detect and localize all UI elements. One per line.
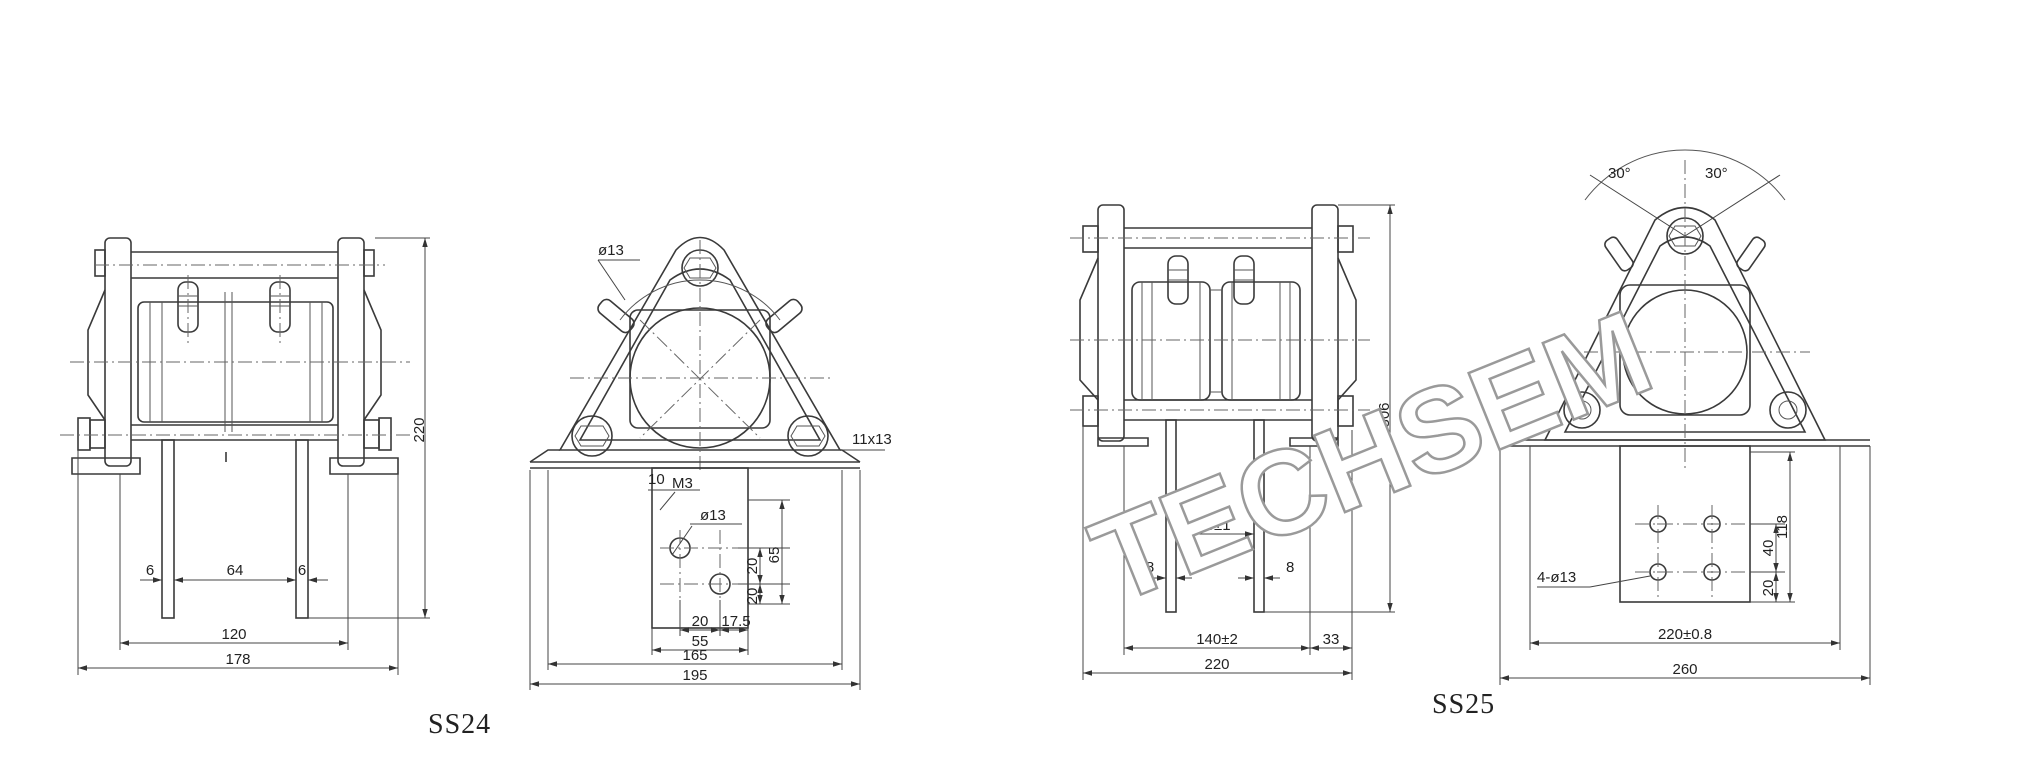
ss24-front-hole-11x13: 11x13	[852, 431, 892, 448]
ss24-side-view: 220 6 64 6 120 178	[60, 237, 430, 675]
ss24-side-dim-64: 64	[227, 562, 244, 579]
ss24-front-w20: 20	[692, 613, 709, 630]
ss24-side-dim-6b: 6	[298, 562, 306, 579]
ss25-front-view: 30° 30° 4-ø13 40 20 118 220±0.8	[1499, 149, 1871, 685]
ss25-left-bolt	[1563, 391, 1601, 429]
ss24-front-m3: M3	[672, 475, 693, 492]
caption-ss25: SS25	[1432, 689, 1495, 720]
ss25-front-h118: 118	[1774, 515, 1791, 539]
ss24-front-d13: ø13	[598, 242, 624, 259]
ss25-side-dim-33: 33	[1323, 631, 1340, 648]
ss25-side-dim-70: 70±1	[1197, 517, 1230, 534]
ss24-right-nut	[378, 417, 392, 451]
ss24-right-bolt	[787, 415, 829, 457]
ss24-triangle-frame	[558, 236, 842, 451]
ss24-front-w10: 10	[648, 471, 665, 488]
ss24-front-h20b: 20	[744, 588, 761, 605]
ss25-side-view: 306 70±1 8 8 140±2 33 220	[1070, 204, 1395, 680]
ss24-side-dim-220: 220	[411, 417, 428, 442]
ss24-side-dim-6a: 6	[146, 562, 154, 579]
ss25-left-clamp-plate	[1097, 204, 1125, 442]
ss25-front-holes: 4-ø13	[1537, 569, 1576, 586]
caption-ss24: SS24	[428, 709, 491, 740]
ss24-right-clamp-plate	[337, 237, 365, 467]
ss25-side-dim-220: 220	[1204, 656, 1229, 673]
ss25-side-dim-306: 306	[1376, 402, 1393, 427]
ss24-front-d13b: ø13	[700, 507, 726, 524]
ss24-front-w55: 55	[692, 633, 709, 650]
ss25-side-dim-8b: 8	[1286, 559, 1294, 576]
ss24-front-view: ø13 11x13 M3 10 ø13 20 20 65 20 17.5 55	[529, 236, 892, 690]
ss24-front-w195: 195	[682, 667, 707, 684]
ss25-right-bolt	[1769, 391, 1807, 429]
ss25-side-dim-140: 140±2	[1196, 631, 1238, 648]
ss25-heatsink-right	[1221, 281, 1301, 401]
ss25-heatsink-left	[1131, 281, 1211, 401]
ss24-front-w165: 165	[682, 647, 707, 664]
ss24-front-h65: 65	[766, 547, 783, 564]
ss24-side-dim-120: 120	[221, 626, 246, 643]
ss24-front-h20a: 20	[744, 558, 761, 575]
ss25-right-clamp-plate	[1311, 204, 1339, 442]
ss25-front-w220: 220±0.8	[1658, 626, 1712, 643]
ss25-front-h20: 20	[1760, 580, 1777, 597]
ss25-front-h40: 40	[1760, 540, 1777, 557]
ss24-left-bolt	[571, 415, 613, 457]
ss24-side-dim-178: 178	[225, 651, 250, 668]
ss25-side-dim-8a: 8	[1146, 559, 1154, 576]
ss24-front-w175: 17.5	[721, 613, 750, 630]
ss24-left-clamp-plate	[104, 237, 132, 467]
ss25-front-w260: 260	[1672, 661, 1697, 678]
watermark-logo: TECHSEM	[1075, 285, 1669, 629]
ss25-front-angle-right: 30°	[1705, 165, 1728, 182]
ss24-left-nut	[77, 417, 91, 451]
ss25-front-angle-left: 30°	[1608, 165, 1631, 182]
